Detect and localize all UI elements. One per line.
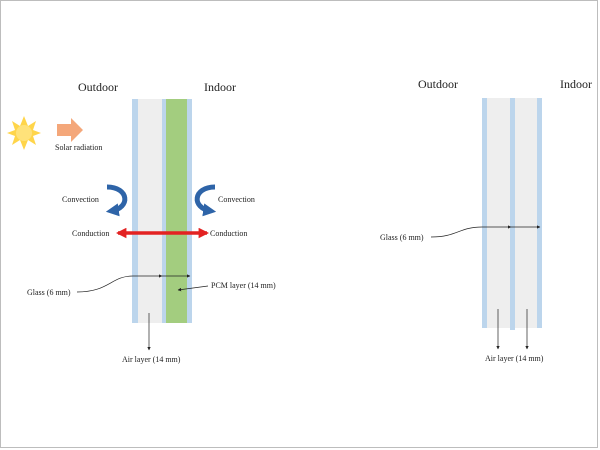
pcm-layer	[166, 99, 187, 323]
conduction-right-label: Conduction	[210, 229, 247, 238]
convection-left-label: Convection	[62, 195, 99, 204]
convection-right-arrow-icon	[194, 184, 217, 217]
pcm-layer-label: PCM layer (14 mm)	[211, 281, 276, 290]
glass-leader-line	[76, 275, 134, 293]
solar-radiation-label: Solar radiation	[55, 143, 102, 152]
sun-icon	[7, 116, 41, 150]
convection-right-label: Convection	[218, 195, 255, 204]
inner-glass-pane	[187, 99, 192, 323]
right-air-layer-label: Air layer (14 mm)	[485, 354, 544, 363]
right-outdoor-label: Outdoor	[418, 77, 458, 91]
right-outer-glass-pane	[482, 98, 487, 328]
right-glass-label: Glass (6 mm)	[380, 233, 424, 242]
left-glass-label: Glass (6 mm)	[27, 288, 71, 297]
right-air-gap-1	[487, 98, 510, 328]
left-panel: Outdoor Indoor Solar radiation Convectio…	[7, 80, 276, 364]
pcm-leader-line	[177, 285, 209, 292]
right-panel: Outdoor Indoor Glass (6 mm) Air layer (1…	[380, 77, 592, 363]
right-indoor-label: Indoor	[560, 77, 592, 91]
right-glass-leader-line	[430, 226, 483, 238]
solar-radiation-arrow-icon	[57, 118, 83, 142]
conduction-left-label: Conduction	[72, 229, 109, 238]
air-gap	[138, 99, 162, 323]
left-outdoor-label: Outdoor	[78, 80, 118, 94]
right-middle-glass-pane	[510, 98, 515, 330]
left-indoor-label: Indoor	[204, 80, 236, 94]
right-inner-glass-pane	[537, 98, 542, 328]
outer-glass-pane	[132, 99, 138, 323]
middle-glass-pane	[162, 99, 166, 323]
right-air-gap-2	[515, 98, 537, 328]
left-air-layer-label: Air layer (14 mm)	[122, 355, 181, 364]
convection-left-arrow-icon	[105, 184, 128, 217]
